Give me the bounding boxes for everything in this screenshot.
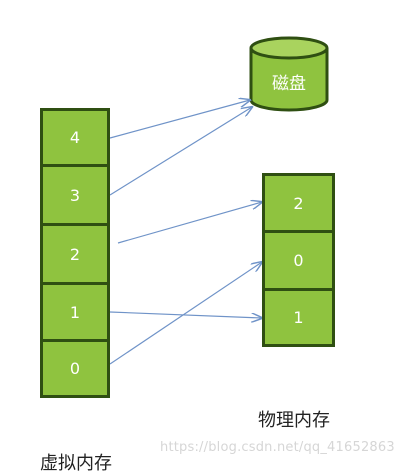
arrow-page3-to-disk (109, 107, 252, 196)
virtual-page-4: 4 (40, 108, 110, 167)
physical-frame-0: 0 (262, 230, 335, 291)
arrow-page1-to-frame1 (109, 311, 262, 318)
physical-frame-1: 1 (262, 288, 335, 347)
physical-memory-label: 物理内存 (258, 410, 330, 431)
watermark: https://blog.csdn.net/qq_41652863 (160, 440, 395, 455)
virtual-page-3: 3 (40, 164, 110, 226)
arrow-page4-to-disk (109, 100, 250, 139)
physical-frame-2: 2 (262, 173, 335, 233)
disk-cylinder (249, 36, 329, 112)
virtual-page-2: 2 (40, 223, 110, 285)
disk-label: 磁盘 (272, 74, 306, 94)
virtual-memory-label: 虚拟内存 (40, 453, 112, 474)
virtual-page-0: 0 (40, 339, 110, 398)
virtual-page-1: 1 (40, 282, 110, 342)
arrow-page0-to-frame0 (109, 262, 262, 365)
arrow-page2-to-frame2 (117, 202, 262, 244)
